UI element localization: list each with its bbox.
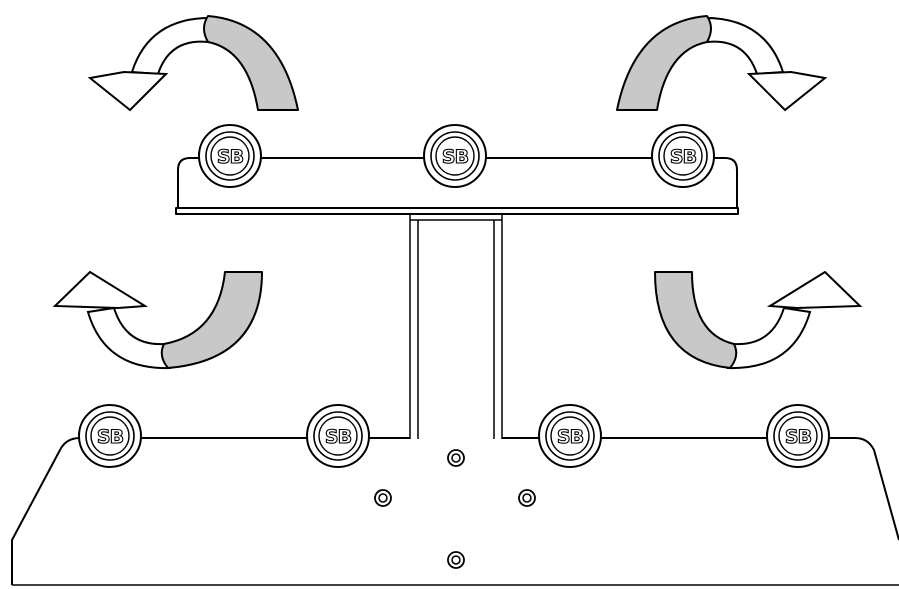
upper-fasteners: SB SB SB: [198, 124, 715, 188]
curved-rotate-arrow-icon: [87, 15, 299, 112]
fastener-label: SB: [557, 426, 584, 448]
fastener-label: SB: [670, 146, 697, 168]
sb-fastener-icon[interactable]: SB: [651, 124, 715, 188]
sb-fastener-icon[interactable]: SB: [198, 124, 262, 188]
sb-fastener-icon[interactable]: SB: [423, 124, 487, 188]
center-stand: [409, 213, 503, 439]
fastener-label: SB: [217, 146, 244, 168]
sb-fastener-icon[interactable]: SB: [78, 404, 142, 468]
small-screw-icon[interactable]: [447, 551, 465, 569]
sb-fastener-icon[interactable]: SB: [766, 404, 830, 468]
curved-rotate-arrow-icon: [616, 15, 828, 112]
curved-rotate-arrow-icon: [654, 270, 863, 370]
curved-rotate-arrow-icon: [52, 270, 263, 370]
fastener-label: SB: [442, 146, 469, 168]
fastener-label: SB: [785, 426, 812, 448]
lower-fasteners: SB SB SB SB: [78, 404, 830, 468]
small-screw-icon[interactable]: [447, 449, 465, 467]
base-screws: [374, 449, 536, 569]
small-screw-icon[interactable]: [374, 489, 392, 507]
sb-fastener-icon[interactable]: SB: [306, 404, 370, 468]
sb-fastener-icon[interactable]: SB: [538, 404, 602, 468]
fastener-label: SB: [97, 426, 124, 448]
small-screw-icon[interactable]: [518, 489, 536, 507]
fastener-label: SB: [325, 426, 352, 448]
